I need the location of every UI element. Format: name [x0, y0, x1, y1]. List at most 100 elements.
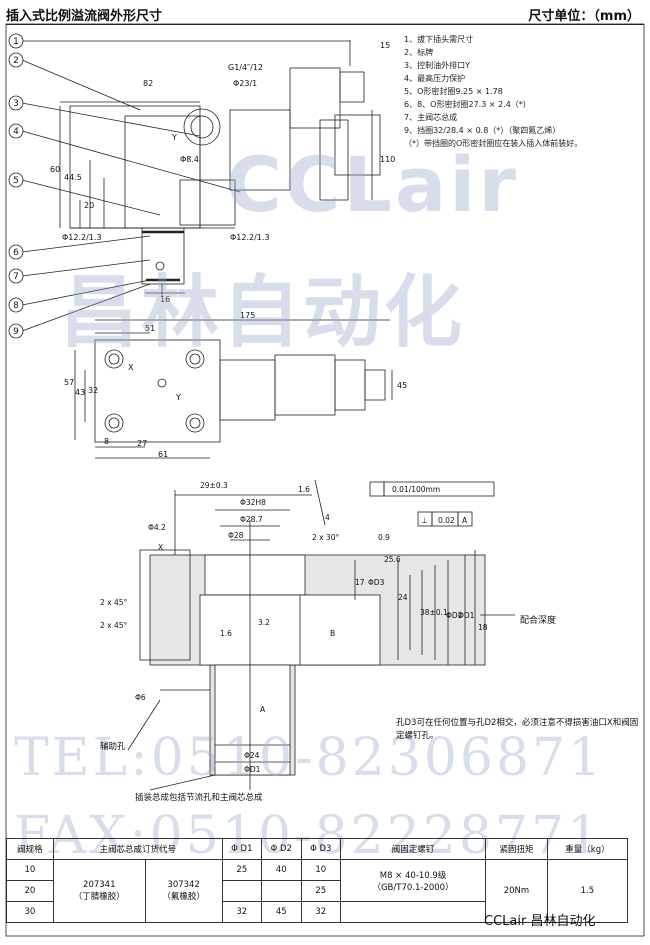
dim-44-5: 44.5 — [64, 173, 82, 182]
dim-27: 27 — [137, 439, 147, 448]
dim-175: 175 — [240, 311, 255, 320]
watermark-tel: TEL:0510-82306871 — [14, 728, 605, 788]
section-dimensions: 29±0.3 Φ32H8 Φ28.7 Φ28 1.6 4 Φ4.2 0.01/1… — [100, 481, 488, 774]
dim-d6: Φ6 — [135, 693, 146, 702]
callout-9: 9 — [13, 327, 19, 337]
dim-57: 57 — [64, 378, 74, 387]
dim-16: 16 — [160, 295, 170, 304]
weight-cell: 1.5 — [546, 859, 629, 923]
torque-cell: 20Nm — [485, 859, 548, 923]
th-d3: Φ D3 — [300, 838, 342, 860]
mating-depth-label: 配合深度 — [520, 616, 557, 626]
perp-symbol: ⊥ — [421, 516, 428, 525]
dim-d8-4: Φ8.4 — [180, 155, 199, 164]
dim-25-6: 25.6 — [384, 555, 401, 564]
dim-38: 38±0.1 — [420, 608, 448, 617]
dim-1-6: 1.6 — [298, 485, 310, 494]
note-1: 1、拔下插头需尺寸 — [404, 35, 474, 44]
dim-17: 17 — [355, 578, 365, 587]
callout-5: 5 — [13, 176, 19, 186]
dim-15: 15 — [380, 41, 390, 50]
port-y-plan: Y — [175, 393, 181, 402]
port-x: X — [128, 363, 134, 372]
dim-d24: Φ24 — [244, 751, 260, 760]
rough-3-2: 3.2 — [258, 618, 270, 627]
dim-61: 61 — [158, 450, 168, 459]
brand-footer: CCLair 昌林自动化 — [484, 914, 596, 929]
th-screw: 阀固定螺钉 — [340, 838, 487, 860]
port-x-section: X — [158, 543, 163, 552]
screw-cell: M8 × 40-10.9级（GB/T70.1-2000） — [340, 859, 487, 902]
side-view — [59, 40, 381, 296]
title-bar: 插入式比例溢流阀外形尺寸 尺寸单位：（mm） — [6, 4, 644, 25]
th-size: 阀规格 — [6, 838, 54, 860]
code-nbr: 207341（丁腈橡胶） — [52, 859, 146, 923]
th-d1: Φ D1 — [221, 838, 263, 860]
dim-d4-2: Φ4.2 — [148, 523, 166, 532]
th-torque: 紧固扭矩 — [485, 838, 548, 860]
cavity-section — [127, 479, 515, 791]
callout-leaders — [21, 40, 350, 332]
dim-32: 32 — [88, 386, 98, 395]
dim-82: 82 — [143, 79, 153, 88]
insert-assembly-note: 插装总成包括节流孔和主阀芯总成 — [135, 793, 263, 803]
dim-45: 45 — [397, 381, 407, 390]
note-8: 9、挡圈32/28.4 × 0.8（*）（聚四氟乙烯） — [404, 126, 561, 135]
table-row: 10 207341（丁腈橡胶） 307342（氟橡胶） 25 40 10 M8 … — [6, 859, 629, 923]
dim-8: 8 — [104, 437, 109, 446]
code-fkm: 307342（氟橡胶） — [144, 859, 223, 923]
side-view-dimensions: 82 15 G1/4″/12 Φ23/1 110 60 44.5 20 Φ8.4… — [50, 41, 395, 304]
dim-d28-7: Φ28.7 — [240, 515, 263, 524]
rough-1-6: 1.6 — [220, 629, 232, 638]
perp-value: 0.02 — [438, 516, 455, 525]
dim-24: 24 — [398, 593, 408, 602]
callout-8: 8 — [13, 301, 19, 311]
note-2: 2、标牌 — [404, 48, 434, 57]
callout-7: 7 — [13, 272, 19, 282]
notes-list: 1、拔下插头需尺寸 2、标牌 3、控制油外排口Y 4、最高压力保护 5、O形密封… — [404, 33, 650, 150]
table-header-row: 阀规格 主阀芯总成订货代号 Φ D1 Φ D2 Φ D3 阀固定螺钉 紧固扭矩 … — [6, 838, 629, 860]
callout-1: 1 — [13, 37, 19, 47]
drawing-frame — [5, 23, 645, 937]
callout-2: 2 — [13, 56, 19, 66]
hole-d3-note: 孔D3可在任何位置与孔D2相交，必须注意不得损害油口X和阀固定螺钉孔。 — [396, 718, 639, 741]
dim-51: 51 — [145, 324, 155, 333]
dim-d23: Φ23/1 — [233, 79, 257, 88]
watermark-logo: CCLair — [226, 140, 519, 229]
chamfer-1: 2 x 45° — [100, 598, 128, 607]
dim-d12-2-left: Φ12.2/1.3 — [62, 233, 102, 242]
screw-cell-blank — [340, 901, 487, 923]
rough-0-9: 0.9 — [378, 533, 390, 542]
dim-g-thread: G1/4″/12 — [228, 63, 263, 72]
dim-60: 60 — [50, 165, 60, 174]
table-row: 30 32 45 32 — [6, 901, 628, 923]
note-7: 7、主阀芯总成 — [404, 113, 458, 122]
dim-dd1: ΦD1 — [458, 611, 475, 620]
spec-table: 阀规格 主阀芯总成订货代号 Φ D1 Φ D2 Φ D3 阀固定螺钉 紧固扭矩 … — [6, 838, 629, 923]
unit-label: 尺寸单位：（mm） — [528, 9, 640, 24]
note-3: 3、控制油外排口Y — [404, 61, 470, 70]
note-6: 6、8、O形密封圈27.3 × 2.4（*） — [404, 100, 531, 109]
perp-ref: A — [462, 516, 468, 525]
dim-18: 18 — [478, 623, 488, 632]
th-weight: 重量（kg） — [546, 838, 629, 860]
callout-4: 4 — [13, 127, 19, 137]
dim-d32h8: Φ32H8 — [240, 498, 266, 507]
port-a: A — [260, 705, 266, 714]
watermark-cn: 昌林自动化 — [60, 267, 466, 358]
note-9: （*）带挡圈的O形密封圈应在装入插入体前装好。 — [404, 139, 583, 148]
callout-3: 3 — [13, 99, 19, 109]
dim-dd3: ΦD3 — [368, 578, 385, 587]
dim-110: 110 — [380, 155, 395, 164]
note-4: 4、最高压力保护 — [404, 74, 466, 83]
th-d2: Φ D2 — [261, 838, 302, 860]
callout-markers: 1 2 3 4 5 6 7 8 9 — [8, 33, 24, 339]
dim-dd1-bottom: ΦD1 — [244, 765, 261, 774]
dim-d28: Φ28 — [228, 531, 244, 540]
dim-20: 20 — [84, 201, 94, 210]
port-y: Y — [171, 133, 177, 142]
dim-d12-2-right: Φ12.2/1.3 — [230, 233, 270, 242]
angle-30: 2 x 30° — [312, 533, 340, 542]
port-b: B — [330, 629, 335, 638]
